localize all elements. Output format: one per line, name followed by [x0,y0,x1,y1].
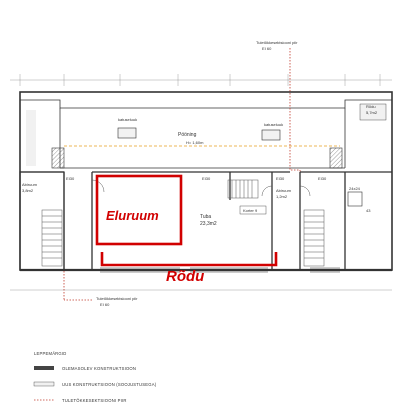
left-wall-hatch [26,110,36,166]
right-balcony-hatch [359,103,387,121]
dim-24x24: 24x24 [349,186,361,191]
room-left-area: 3,8m2 [22,188,34,193]
room-right-area: 43 [366,208,371,213]
living-room-highlight [95,174,183,246]
legend: LEPPEMÄRGID OLEMASOLEV KONSTRUKTSIOON UU… [33,351,157,403]
hatch-box-left [117,127,137,139]
staircase-right [303,209,325,267]
room-rodu-name: Rõdu [366,104,376,109]
attic-label: Pööning [178,132,197,138]
plan-labels: Tuletõkkesektsiooni piir EI 60 katuseluu… [22,40,378,307]
fire-line-bottom-label: Tuletõkkesektsiooni piir [96,296,138,301]
legend-swatch-new [33,381,55,387]
door-ei-left: EI30 [66,176,75,181]
dimension-lines [10,74,392,291]
fire-ei-bottom-label: EI 60 [100,302,110,307]
left-room-walls [19,171,65,271]
room-left-name: Abiruum [22,182,38,187]
fire-boundary-lines [63,48,301,301]
chimney-right [329,147,343,169]
room-tuba-area: 23,3m2 [200,221,217,227]
legend-item-new: UUS KONSTRUKTSIOON (SOOJUSTUSEGA) [62,382,157,387]
right-box-24x24 [347,191,363,207]
height-line-label: H= 1,60m [186,140,204,145]
door-swings [91,179,311,197]
staircase-center [227,179,259,199]
room-abiruum2-area: 1,2m2 [276,194,288,199]
door-ei-right: EI30 [276,176,285,181]
room-abiruum2-name: Abiruum [276,188,292,193]
apartment-tag-box [239,205,267,215]
hatch-right-label: katuseluuk [264,122,283,127]
fire-ei-top-label: EI 60 [262,46,272,51]
hatch-box-right [261,129,281,141]
legend-title: LEPPEMÄRGID [34,351,66,356]
legend-swatch-existing [34,366,54,370]
door-ei-mid: EI30 [202,176,211,181]
apartment-tag: Korter 9 [243,208,258,213]
fire-line-top-label: Tuletõkkesektsiooni piir [256,40,298,45]
room-tuba-name: Tuba [200,214,211,220]
room-rodu-area: 5,7m2 [366,110,378,115]
door-ei-right2: EI30 [318,176,327,181]
staircase-left [41,209,63,267]
balcony-highlight [100,252,278,267]
chimney-left [51,147,65,169]
legend-item-existing: OLEMASOLEV KONSTRUKTSIOON [62,366,136,371]
windows [100,267,340,273]
legend-item-fire: TULETÕKKESEKTSIOONI PIIR [62,398,127,403]
hatch-left-label: katuseluuk [118,117,137,122]
highlight-living-label: Eluruum [106,208,159,223]
outer-walls [19,91,393,272]
highlight-balcony-label: Rõdu [166,268,204,285]
